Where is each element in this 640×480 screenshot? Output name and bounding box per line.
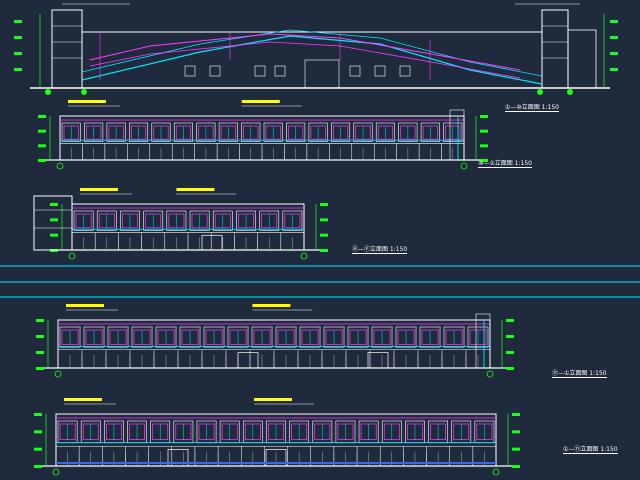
- elevation-view-2: [38, 100, 488, 170]
- elevation-view-3: [33, 188, 328, 260]
- view-title-elevation-2: ⑩—①立面图 1:150: [478, 150, 532, 169]
- view-title-label: ①—⑩立面图 1:150: [505, 104, 559, 112]
- elevation-view-1: [14, 3, 618, 95]
- view-title-elevation-3: Ⓐ—Ⓕ立面图 1:150: [352, 236, 408, 255]
- view-title-elevation-5: ①—⑪立面图 1:150: [563, 436, 618, 455]
- view-separator-lines: [0, 265, 640, 298]
- view-title-elevation-4: ⑪—①立面图 1:150: [552, 360, 607, 379]
- view-title-label: ①—⑪立面图 1:150: [563, 446, 618, 454]
- view-title-label: Ⓐ—Ⓕ立面图 1:150: [352, 246, 408, 254]
- view-title-label: ⑩—①立面图 1:150: [478, 160, 532, 168]
- elevation-view-4: [36, 304, 514, 378]
- elevation-view-5: [34, 398, 520, 476]
- view-title-label: ⑪—①立面图 1:150: [552, 370, 607, 378]
- view-title-elevation-1: ①—⑩立面图 1:150: [505, 94, 559, 113]
